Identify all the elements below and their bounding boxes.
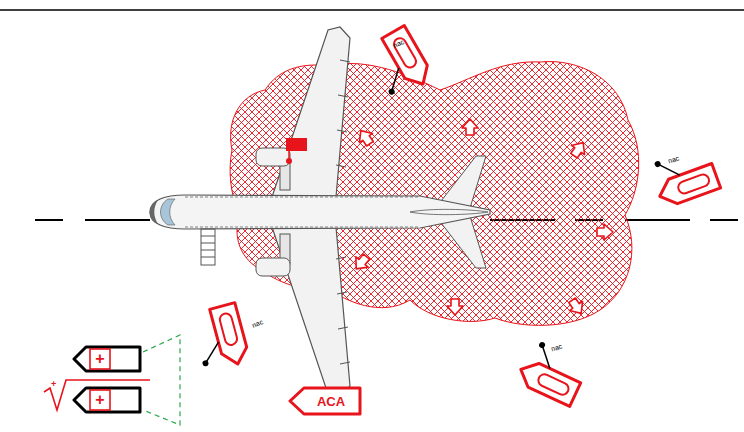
fire-trucks xyxy=(189,26,720,407)
nozzle-label: пас xyxy=(550,342,563,352)
vehicle-shape xyxy=(72,386,142,414)
nozzle-label: пас xyxy=(251,318,264,329)
ambulance-vehicle: + xyxy=(72,386,142,414)
ambulance-vehicle: + xyxy=(72,345,142,373)
vehicle-label: ACA xyxy=(302,386,360,416)
vehicle-shape xyxy=(72,345,142,373)
nozzle-label: пас xyxy=(667,154,680,164)
spread-arrows xyxy=(350,119,613,318)
border-line xyxy=(0,9,744,11)
aircraft xyxy=(150,27,490,397)
fire-marker xyxy=(286,138,307,151)
medical-cross: + xyxy=(90,349,110,369)
medical-zone-bracket xyxy=(143,335,180,425)
medical-cross: + xyxy=(90,390,110,410)
rescue-vehicle: ACA xyxy=(288,386,362,416)
triage-sign: + xyxy=(51,380,56,389)
